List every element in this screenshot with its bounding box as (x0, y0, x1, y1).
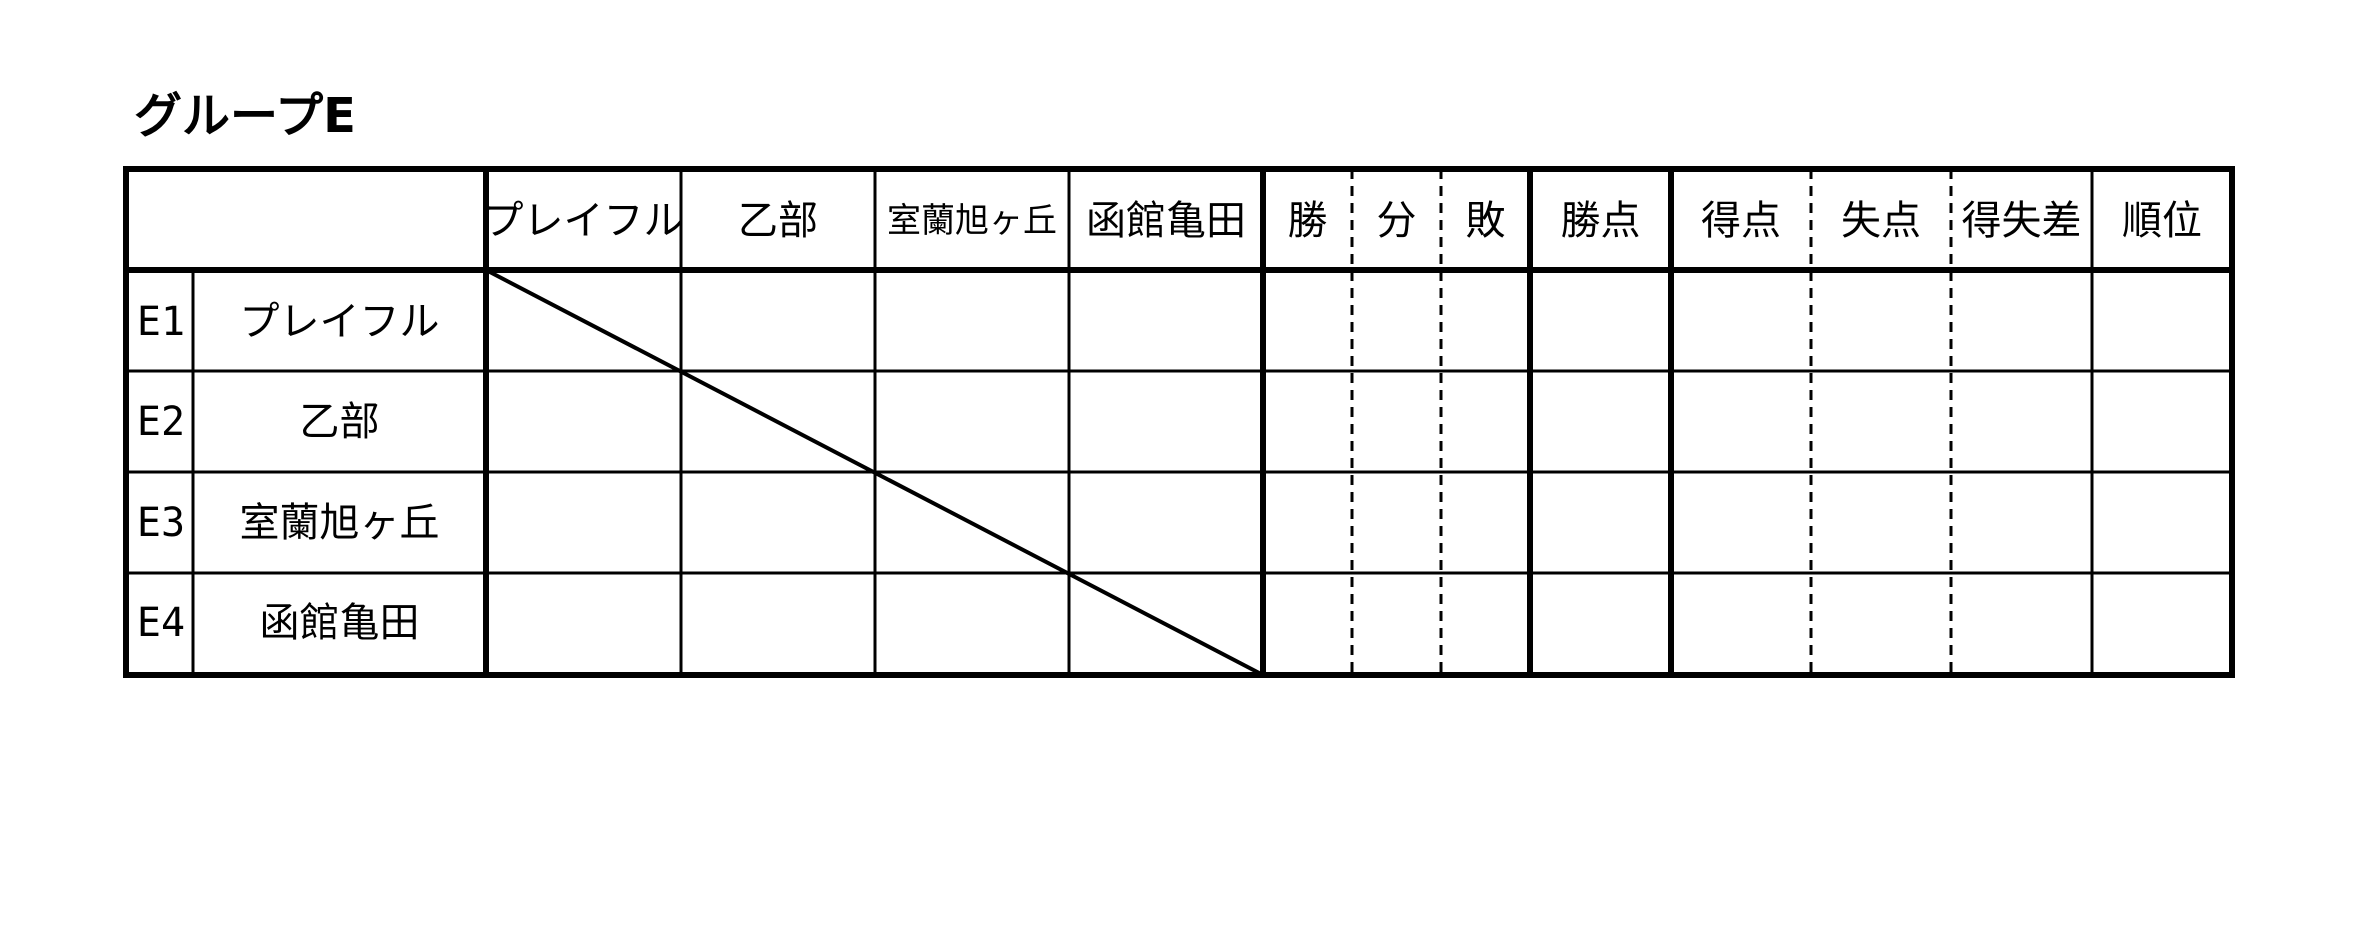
col-header-rank: 順位 (2122, 198, 2202, 244)
table-border (123, 166, 2235, 678)
col-header-points: 勝点 (1560, 198, 1641, 244)
col-header-losses: 敗 (1465, 198, 1506, 244)
row-id-e4: E4 (136, 599, 186, 646)
row-team-1: プレイフル (239, 299, 440, 345)
col-header-goal-difference: 得失差 (1961, 198, 2082, 244)
row-id-e2: E2 (136, 398, 186, 445)
col-header-draws: 分 (1376, 198, 1417, 244)
col-header-team-1: プレイフル (483, 198, 684, 244)
col-header-goals-for: 得点 (1701, 198, 1781, 244)
row-team-4: 函館亀田 (259, 599, 420, 646)
row-team-2: 乙部 (299, 398, 380, 445)
row-team-3: 室蘭旭ヶ丘 (239, 499, 440, 546)
row-id-e3: E3 (136, 499, 186, 546)
group-title: グループE (134, 88, 356, 144)
diagonal-line (485, 268, 1264, 677)
col-header-wins: 勝 (1287, 198, 1328, 244)
col-header-goals-against: 失点 (1841, 198, 1921, 244)
row-id-e1: E1 (136, 299, 186, 345)
col-header-team-4: 函館亀田 (1086, 198, 1246, 244)
col-header-team-3: 室蘭旭ヶ丘 (887, 201, 1057, 241)
col-header-team-2: 乙部 (738, 198, 818, 244)
